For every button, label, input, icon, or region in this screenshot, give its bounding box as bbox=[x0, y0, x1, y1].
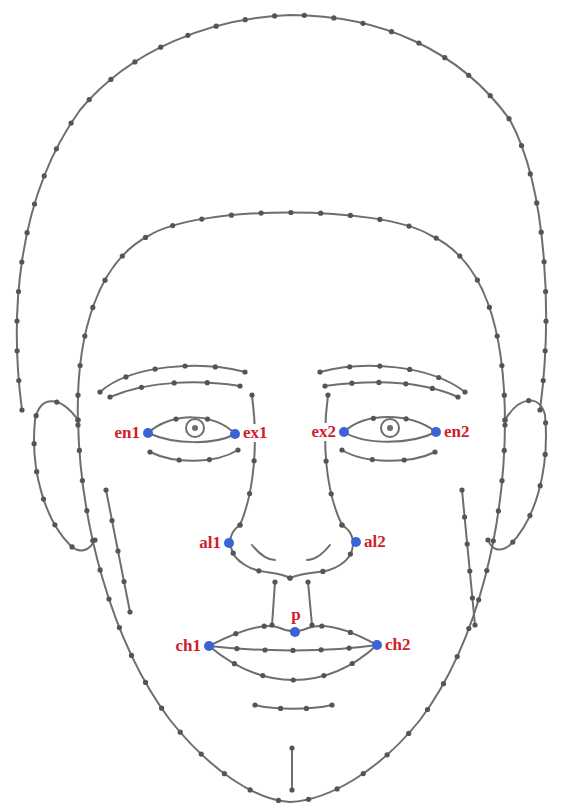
landmark-label: en2 bbox=[443, 423, 471, 441]
landmark-label: en1 bbox=[114, 424, 142, 442]
landmark-label: ex2 bbox=[310, 423, 337, 441]
landmark-label: al1 bbox=[198, 534, 222, 552]
landmark-label: al2 bbox=[363, 533, 387, 551]
landmark-label: p bbox=[290, 606, 301, 624]
landmark-label: ex1 bbox=[242, 424, 269, 442]
landmark-label: ch2 bbox=[384, 636, 412, 654]
landmark-label: ch1 bbox=[175, 637, 203, 655]
